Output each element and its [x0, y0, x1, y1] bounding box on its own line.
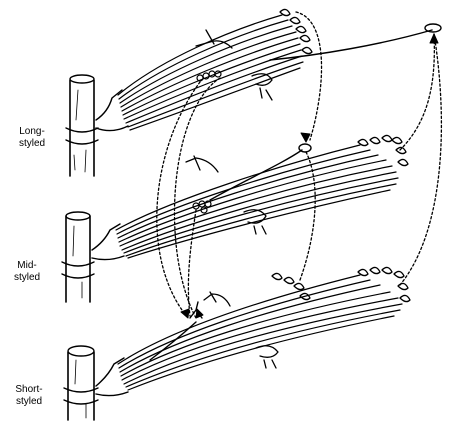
short-styled-flower: [64, 267, 410, 420]
short-petal-lobe-lower: [256, 346, 278, 368]
mid-styled-flower: [62, 135, 408, 302]
short-mid-anthers: [272, 273, 310, 299]
label-short-styled: Short- styled: [4, 384, 54, 408]
arrow-shorthigh-to-long: [400, 34, 441, 285]
long-stigma: [425, 24, 441, 32]
label-long-line1: Long-: [6, 126, 58, 138]
label-short-line1: Short-: [4, 384, 54, 396]
long-styled-flower: [66, 9, 441, 176]
arrowhead-short-stigma: [181, 309, 189, 318]
arrowhead-short-stigma-2: [196, 309, 203, 318]
pollination-arrows: [157, 12, 442, 318]
arrow-midlow-to-short: [188, 210, 196, 316]
label-short-line2: styled: [4, 396, 54, 408]
arrow-shortmid-to-mid: [300, 152, 315, 280]
short-petal-lobe-upper: [204, 292, 230, 306]
mid-stem: [62, 212, 94, 302]
arrowhead-mid-stigma: [301, 133, 310, 142]
long-stem: [66, 75, 98, 176]
mid-stigma: [299, 144, 311, 152]
label-long-line2: styled: [6, 138, 58, 150]
arrowhead-long-stigma: [430, 34, 438, 43]
label-mid-styled: Mid- styled: [4, 260, 50, 284]
label-long-styled: Long- styled: [6, 126, 58, 150]
short-filaments: [118, 275, 402, 390]
long-style: [270, 30, 432, 60]
mid-petal-lobe-upper: [186, 156, 218, 172]
arrow-longmid-to-short: [157, 82, 200, 318]
short-stem: [64, 346, 98, 420]
long-filaments: [118, 15, 303, 130]
label-mid-line1: Mid-: [4, 260, 50, 272]
arrow-midhigh-to-long: [400, 34, 434, 150]
short-calyx: [96, 358, 128, 396]
long-petal-lobe-lower: [252, 74, 272, 100]
label-mid-line2: styled: [4, 272, 50, 284]
